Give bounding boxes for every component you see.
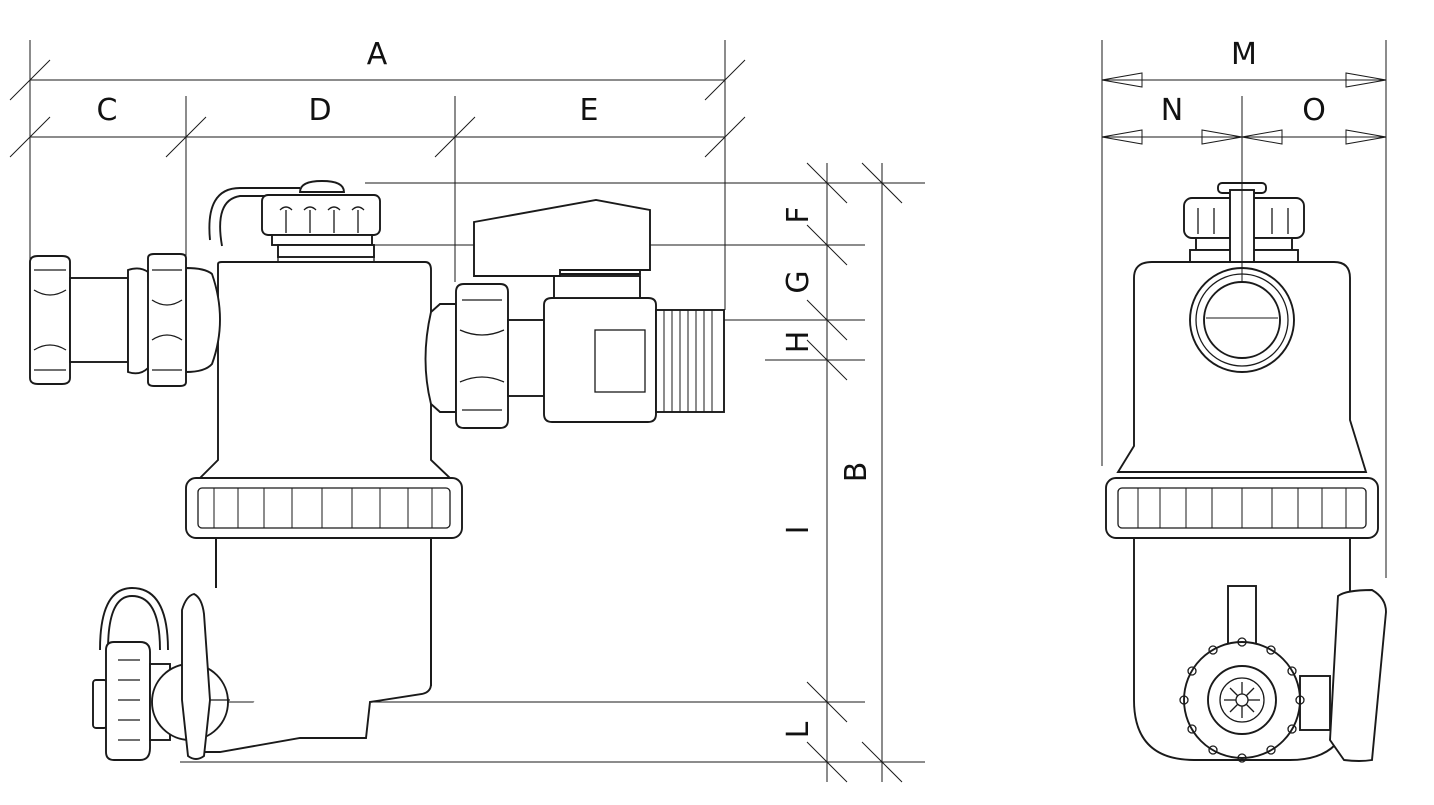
front-inlet-port [1189,96,1295,373]
label-l: L [781,721,816,738]
label-h: H [781,331,816,354]
side-view: A C D E F G H I L B [9,37,925,783]
lower-bowl [200,538,432,753]
dimension-line-b [861,162,903,783]
horizontal-dimension-extensions [29,40,726,310]
label-d: D [308,93,331,128]
drain-valve [92,587,230,761]
front-top-cap [1183,182,1305,271]
label-f: F [781,206,816,223]
label-c: C [97,93,118,128]
label-g: G [781,270,816,293]
label-m: M [1231,37,1257,72]
front-view: M N O [1101,37,1387,763]
front-drain-valve [1179,585,1387,763]
label-a: A [367,37,388,72]
dimension-line-cde [9,116,746,158]
left-inlet-fitting [29,253,221,387]
dimension-line-fghil [806,162,848,783]
dimension-line-a [9,59,746,101]
dimension-line-no [1101,129,1387,145]
label-o: O [1302,93,1326,128]
label-i: I [781,526,816,535]
top-cap [208,180,381,262]
right-ball-valve [424,199,725,429]
dimension-line-m [1101,72,1387,88]
label-n: N [1161,93,1183,128]
label-b: B [839,462,874,483]
label-e: E [580,93,599,128]
filter-body [197,261,453,479]
ribbed-collar [185,477,463,539]
front-ribbed-collar [1105,477,1379,539]
